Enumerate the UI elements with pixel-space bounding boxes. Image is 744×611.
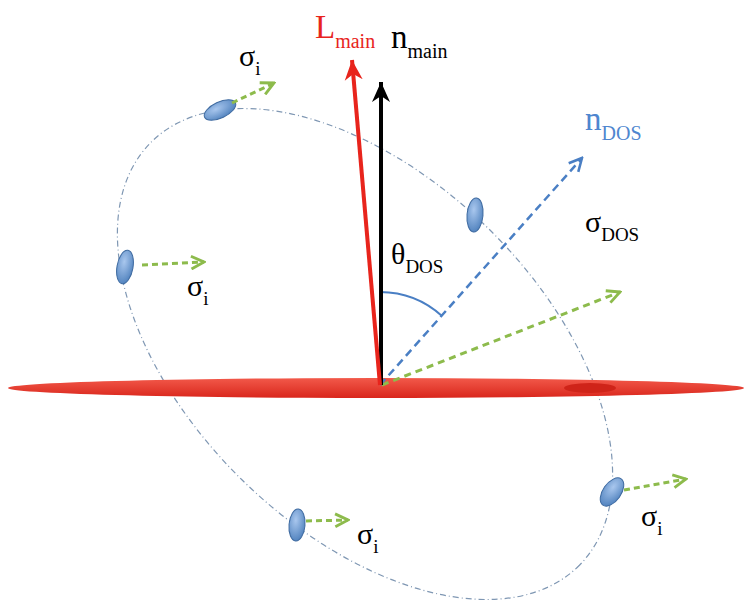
spin-arrow xyxy=(306,520,348,521)
spin-label: σi xyxy=(356,518,379,557)
satellite xyxy=(595,474,628,511)
angle-arc xyxy=(380,292,442,316)
disk-spot xyxy=(564,383,616,393)
normal-arrow xyxy=(379,82,383,385)
satellite xyxy=(288,508,307,541)
satellite xyxy=(201,96,239,125)
spin-label: σi xyxy=(186,270,209,309)
satellite xyxy=(466,197,485,232)
angular-momentum-arrow xyxy=(352,60,380,385)
vector-label: nmain xyxy=(390,20,449,62)
orbit-ellipse xyxy=(27,17,703,611)
satellite xyxy=(114,249,136,285)
vector-label: σDOS xyxy=(584,206,640,245)
main-disk xyxy=(8,378,744,398)
angle-label: θDOS xyxy=(390,238,444,277)
spin-arrow xyxy=(624,479,686,490)
spin-arrow xyxy=(142,262,204,265)
spin-label: σi xyxy=(238,40,261,79)
dos-normal-arrow xyxy=(380,158,582,385)
dos-spin-arrow xyxy=(382,292,620,385)
vector-label: Lmain xyxy=(314,10,376,52)
spin-arrow xyxy=(232,83,274,103)
vector-label: nDOS xyxy=(584,102,643,144)
spin-label: σi xyxy=(640,500,663,539)
